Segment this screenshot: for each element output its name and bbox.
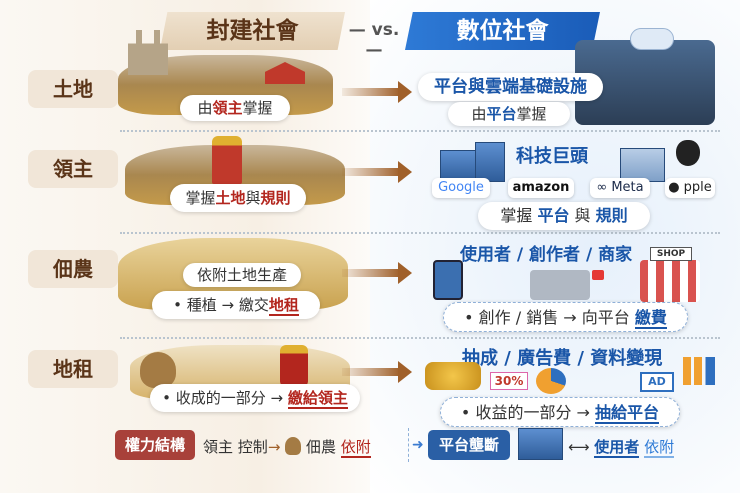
apple-logo: ● pple bbox=[665, 178, 715, 198]
platform-infra-title: 平台與雲端基礎設施 bbox=[418, 73, 603, 101]
feudal-society-title: 封建社會 bbox=[160, 12, 345, 50]
users-creators-merchants-title: 使用者 / 創作者 / 商家 bbox=[460, 245, 633, 265]
text: • 收成的一部分 → bbox=[162, 389, 284, 407]
row-label-rent: 地租 bbox=[28, 350, 118, 388]
text: pple bbox=[683, 180, 712, 195]
tech-giants-title: 科技巨頭 bbox=[516, 146, 588, 167]
building-icon bbox=[620, 148, 665, 182]
two-way-arrow-icon: ⟷ bbox=[568, 438, 590, 456]
building-icon bbox=[475, 142, 505, 182]
highlight-platform-cut: 抽給平台 bbox=[595, 403, 660, 424]
user-text: 使用者 bbox=[594, 438, 640, 458]
depend-text: 依附 bbox=[340, 438, 371, 458]
shop-sign: SHOP bbox=[650, 247, 692, 261]
arrow-right-icon bbox=[342, 81, 412, 103]
rent-caption-feudal: • 收成的一部分 → 繳給領主 bbox=[150, 384, 360, 412]
text: • 創作 / 銷售 → 向平台 bbox=[464, 308, 630, 327]
revenue-extraction-title: 抽成 / 廣告費 / 資料變現 bbox=[462, 348, 663, 369]
arrow-right-icon: ➜ bbox=[412, 437, 424, 453]
arrow-right-icon bbox=[342, 161, 412, 183]
highlight-rules: 規則 bbox=[260, 189, 291, 207]
row-divider bbox=[120, 130, 720, 132]
highlight-rent: 地租 bbox=[268, 296, 299, 316]
apple-logo-icon bbox=[676, 140, 700, 166]
text: 由 bbox=[197, 99, 213, 117]
lord-text: 領主 bbox=[203, 438, 234, 456]
text: 掌握 bbox=[500, 206, 533, 225]
king-icon bbox=[280, 345, 308, 387]
arrow-right-icon bbox=[342, 361, 412, 383]
highlight-land: 土地 bbox=[215, 189, 246, 207]
percent-badge: 30% bbox=[490, 372, 528, 390]
peasant-caption-feudal: 依附土地生產 bbox=[183, 263, 301, 287]
text: 掌握 bbox=[242, 99, 273, 117]
grain-sack-icon bbox=[285, 437, 302, 455]
feudal-power-structure: 領主 控制→ 佃農 依附 bbox=[203, 436, 371, 458]
text: • 種植 → 繳交 bbox=[173, 296, 269, 314]
text: 掌握 bbox=[185, 189, 216, 207]
platform-monopoly-tag: 平台壟斷 bbox=[428, 430, 510, 460]
user-caption-digital: • 創作 / 銷售 → 向平台 繳費 bbox=[443, 302, 688, 332]
amazon-logo: amazon bbox=[508, 178, 574, 198]
text: 平台與雲端基礎設施 bbox=[434, 77, 587, 97]
peasant-detail-feudal: • 種植 → 繳交地租 bbox=[152, 291, 320, 319]
footer-divider bbox=[408, 428, 409, 462]
pie-chart-icon bbox=[536, 368, 566, 394]
highlight-lord: 領主 bbox=[212, 99, 243, 117]
digital-society-title: 數位社會 bbox=[405, 12, 600, 50]
meta-logo: ∞ Meta bbox=[590, 178, 650, 198]
rent-caption-digital: • 收益的一部分 → 抽給平台 bbox=[440, 397, 680, 427]
land-caption-feudal: 由領主掌握 bbox=[180, 95, 290, 121]
grain-sack-icon bbox=[140, 352, 176, 388]
google-logo: Google bbox=[432, 178, 490, 198]
text: 掌握 bbox=[516, 105, 547, 123]
row-label-lord: 領主 bbox=[28, 150, 118, 188]
control-text: 控制 bbox=[237, 438, 268, 456]
text: Meta bbox=[611, 180, 644, 195]
row-divider bbox=[120, 232, 720, 234]
versus-label: — vs. — bbox=[348, 20, 400, 60]
text: 與 bbox=[245, 189, 261, 207]
user-depend-text: 依附 bbox=[644, 438, 675, 458]
arrow-icon: → bbox=[267, 438, 281, 456]
vs-text: vs. bbox=[371, 20, 400, 40]
lord-caption-feudal: 掌握土地與規則 bbox=[170, 184, 306, 212]
tablet-icon bbox=[433, 260, 463, 300]
text: 與 bbox=[574, 206, 591, 225]
coins-icon bbox=[425, 362, 481, 390]
power-structure-tag: 權力結構 bbox=[115, 430, 195, 460]
lord-caption-digital: 掌握 平台 與 規則 bbox=[478, 202, 650, 230]
bar-chart-icon bbox=[683, 357, 715, 385]
highlight-platform: 平台 bbox=[537, 206, 570, 225]
highlight-pay-lord: 繳給領主 bbox=[287, 389, 348, 409]
building-icon bbox=[518, 428, 563, 460]
text: • 收益的一部分 → bbox=[460, 403, 590, 422]
highlight-rules: 規則 bbox=[595, 206, 628, 225]
text: 由 bbox=[471, 105, 487, 123]
row-label-peasant: 佃農 bbox=[28, 250, 118, 288]
digital-power-structure: ⟷ 使用者 依附 bbox=[568, 436, 675, 458]
row-divider bbox=[120, 337, 720, 339]
farmhouse-icon bbox=[265, 62, 305, 84]
cloud-icon bbox=[630, 28, 674, 50]
row-label-land: 土地 bbox=[28, 70, 118, 108]
ad-badge: AD bbox=[640, 372, 674, 392]
laptop-icon bbox=[530, 270, 590, 300]
land-caption-digital: 由平台掌握 bbox=[448, 102, 570, 126]
king-icon bbox=[212, 136, 242, 184]
highlight-platform: 平台 bbox=[486, 105, 517, 123]
peasant-text: 佃農 bbox=[305, 438, 336, 456]
shop-icon bbox=[640, 260, 700, 302]
highlight-fee: 繳費 bbox=[634, 308, 667, 329]
arrow-right-icon bbox=[342, 262, 412, 284]
video-play-icon bbox=[592, 270, 604, 280]
